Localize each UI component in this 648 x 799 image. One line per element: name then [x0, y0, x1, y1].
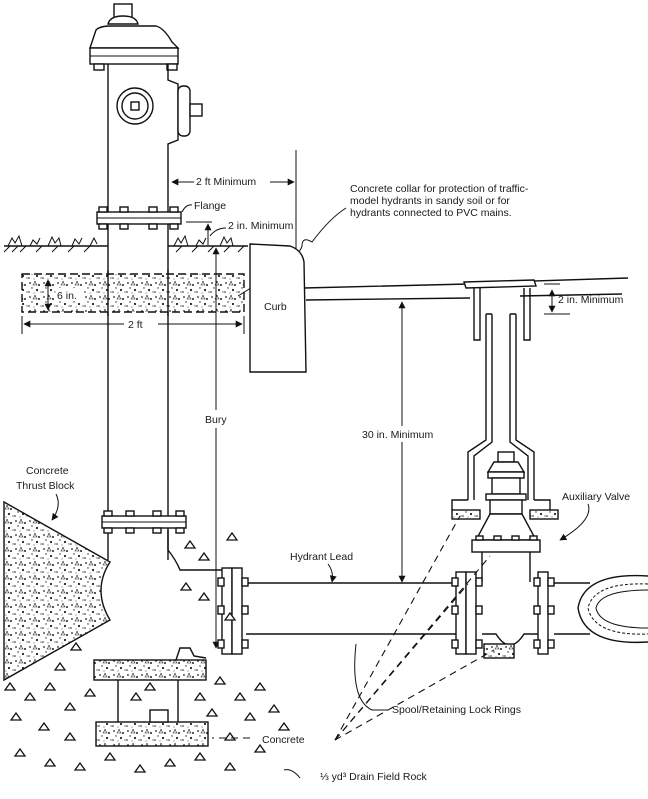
six-in-label: 6 in.: [57, 290, 77, 302]
rock-icon: [253, 681, 267, 691]
bury-label: Bury: [205, 414, 227, 426]
concrete-collar: [21, 273, 245, 313]
rock-icon: [193, 691, 207, 701]
rock-icon: [243, 711, 257, 721]
two-ft-label: 2 ft: [128, 319, 143, 331]
rock-icon: [63, 701, 77, 711]
water-main-icon: [577, 574, 648, 644]
rock-icon: [253, 743, 267, 753]
hydrant-lead-label: Hydrant Lead: [290, 551, 353, 563]
two-in-minimum-top-label: 2 in. Minimum: [228, 220, 294, 232]
rock-icon: [69, 641, 83, 651]
collar-label-line3: hydrants connected to PVC mains.: [350, 207, 512, 219]
concrete-label: Concrete: [262, 734, 305, 746]
collar-label-line2: model hydrants in sandy soil or for: [350, 195, 510, 207]
rock-icon: [143, 681, 157, 691]
rock-icon: [3, 681, 17, 691]
rock-icon: [103, 751, 117, 761]
rock-icon: [83, 687, 97, 697]
auxiliary-valve-label: Auxiliary Valve: [562, 491, 630, 503]
rock-icon: [9, 711, 23, 721]
rock-icon: [43, 757, 57, 767]
curb: [249, 243, 307, 373]
rock-icon: [193, 751, 207, 761]
rock-icon: [129, 691, 143, 701]
rock-fragments: [3, 531, 291, 773]
spool-retaining-lock-rings-label: Spool/Retaining Lock Rings: [392, 704, 521, 716]
rock-icon: [233, 691, 247, 701]
rock-icon: [183, 539, 197, 549]
rock-icon: [63, 731, 77, 741]
rock-icon: [267, 703, 281, 713]
rock-icon: [223, 731, 237, 741]
flange-label: Flange: [194, 200, 226, 212]
ground-surface: [3, 234, 248, 253]
lower-barrel-flange: [101, 510, 187, 534]
rock-icon: [13, 747, 27, 757]
concrete-thrust-block: [3, 500, 111, 682]
rock-icon: [133, 763, 147, 773]
two-in-minimum-valve-label: 2 in. Minimum: [558, 294, 624, 306]
rock-icon: [277, 721, 291, 731]
drain-field-rock-label: ⅓ yd³ Drain Field Rock: [320, 771, 428, 783]
rock-icon: [43, 681, 57, 691]
upper-flange: [96, 206, 182, 230]
collar-label-line1: Concrete collar for protection of traffi…: [350, 183, 529, 195]
thrust-block-label-line2: Thrust Block: [16, 480, 75, 492]
rock-icon: [205, 707, 219, 717]
rock-icon: [213, 675, 227, 685]
gate-valve-icon: [471, 451, 541, 582]
rock-icon: [223, 611, 237, 621]
hydrant-lead-pipe: [217, 567, 590, 659]
rock-icon: [37, 721, 51, 731]
valve-box: [451, 279, 559, 520]
two-ft-minimum-label: 2 ft Minimum: [196, 176, 256, 188]
rock-icon: [73, 761, 87, 771]
thrust-block-label-line1: Concrete: [26, 465, 69, 477]
rock-icon: [223, 761, 237, 771]
curb-label: Curb: [264, 301, 287, 313]
rock-icon: [225, 531, 239, 541]
rock-icon: [23, 691, 37, 701]
rock-icon: [197, 551, 211, 561]
rock-icon: [163, 757, 177, 767]
rock-icon: [197, 591, 211, 601]
drain-field-rock: [93, 647, 209, 747]
rock-icon: [179, 581, 193, 591]
thirty-in-minimum-label: 30 in. Minimum: [362, 429, 433, 441]
rock-icon: [53, 661, 67, 671]
